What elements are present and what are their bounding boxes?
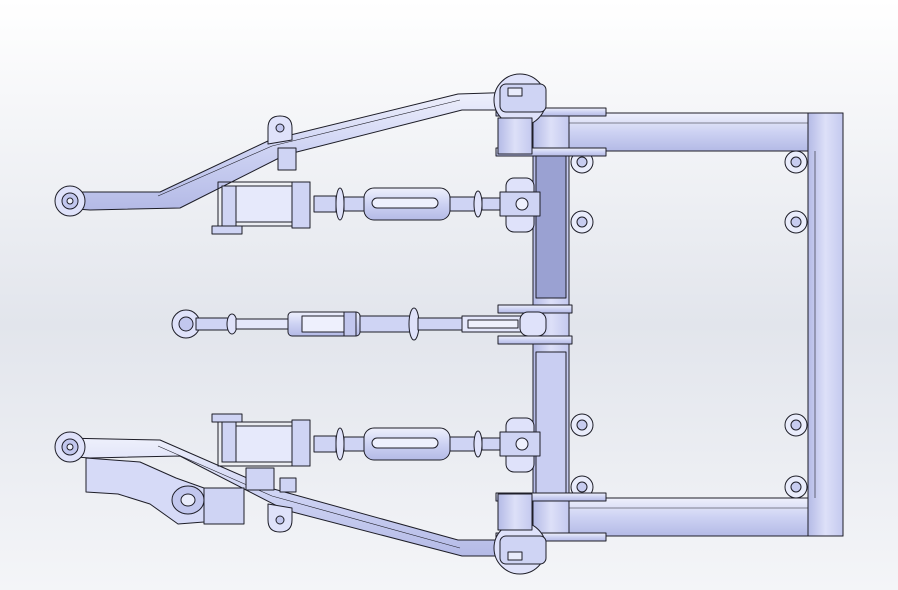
top-link [171,307,547,341]
frame-mount-brackets [495,107,607,542]
frame-top-beam [532,112,844,152]
upper-turnbuckle [211,177,541,235]
frame-left-recess-lower [535,351,567,499]
upper-link-arm [54,73,547,217]
lower-link-arm [54,431,547,575]
frame-bottom-beam [532,497,844,537]
lower-turnbuckle [211,413,541,473]
frame-left-recess-upper [535,149,567,299]
frame-right-beam [807,112,844,537]
top-link-clevis [519,311,547,337]
